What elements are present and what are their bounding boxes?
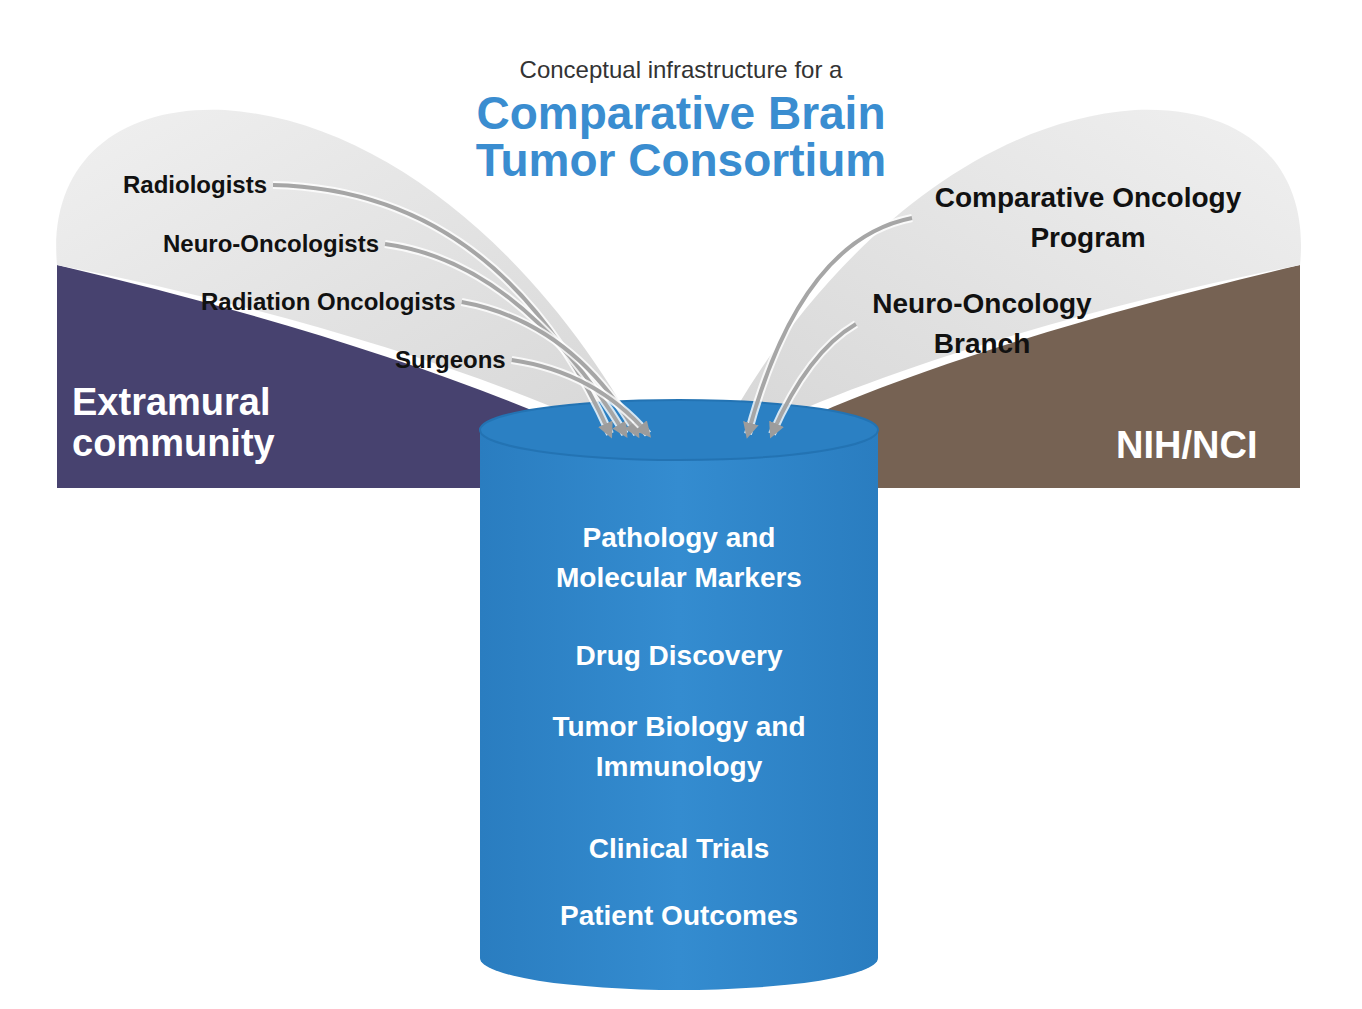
flow-arrow <box>273 185 610 434</box>
specialty-label: Radiologists <box>123 171 267 199</box>
program-label: Neuro-Oncology Branch <box>862 284 1102 364</box>
arrow-line <box>748 218 912 434</box>
arrow-glow <box>273 185 610 434</box>
topic-text: Drug Discovery <box>529 636 829 676</box>
cylinder-top <box>480 400 878 460</box>
flow-arrow <box>385 244 625 434</box>
specialty-label: Surgeons <box>395 346 506 374</box>
arrow-glow <box>512 360 648 434</box>
arrow-glow <box>462 302 637 434</box>
arrow-glow <box>385 244 625 434</box>
arrow-line <box>512 360 648 434</box>
program-label: Neuro-Oncology Branch <box>862 284 1102 364</box>
arrow-line <box>385 244 625 434</box>
specialty-label: Surgeons <box>395 346 506 374</box>
arrow-glow <box>748 218 912 434</box>
topic-text: Tumor Biology and Immunology <box>529 707 829 787</box>
specialty-label: Radiation Oncologists <box>201 288 456 316</box>
flow-arrow <box>462 302 637 434</box>
subtitle: Conceptual infrastructure for a <box>381 56 981 84</box>
title: Comparative Brain Tumor Consortium <box>431 90 931 184</box>
consortium-cylinder: Pathology and Molecular MarkersDrug Disc… <box>480 398 878 993</box>
grey-flap <box>712 110 1301 452</box>
specialty-label: Neuro-Oncologists <box>163 230 379 258</box>
flow-arrow <box>512 360 648 434</box>
flow-arrow <box>772 324 856 434</box>
program-label: Comparative Oncology Program <box>918 178 1258 258</box>
arrow-line <box>273 185 610 434</box>
topic-text: Clinical Trials <box>529 829 829 869</box>
arrow-glow <box>772 324 856 434</box>
flow-arrow <box>748 218 912 434</box>
specialty-label: Radiologists <box>123 171 267 199</box>
specialty-label: Neuro-Oncologists <box>163 230 379 258</box>
region-label: Extramural community <box>72 382 312 464</box>
region-label: NIH/NCI <box>1116 425 1296 466</box>
arrow-line <box>772 324 856 434</box>
cylinder-body <box>480 430 878 990</box>
arrow-line <box>462 302 637 434</box>
topic-text: Patient Outcomes <box>529 896 829 936</box>
topic-text: Pathology and Molecular Markers <box>529 518 829 598</box>
program-label: Comparative Oncology Program <box>918 178 1258 258</box>
specialty-label: Radiation Oncologists <box>201 288 456 316</box>
